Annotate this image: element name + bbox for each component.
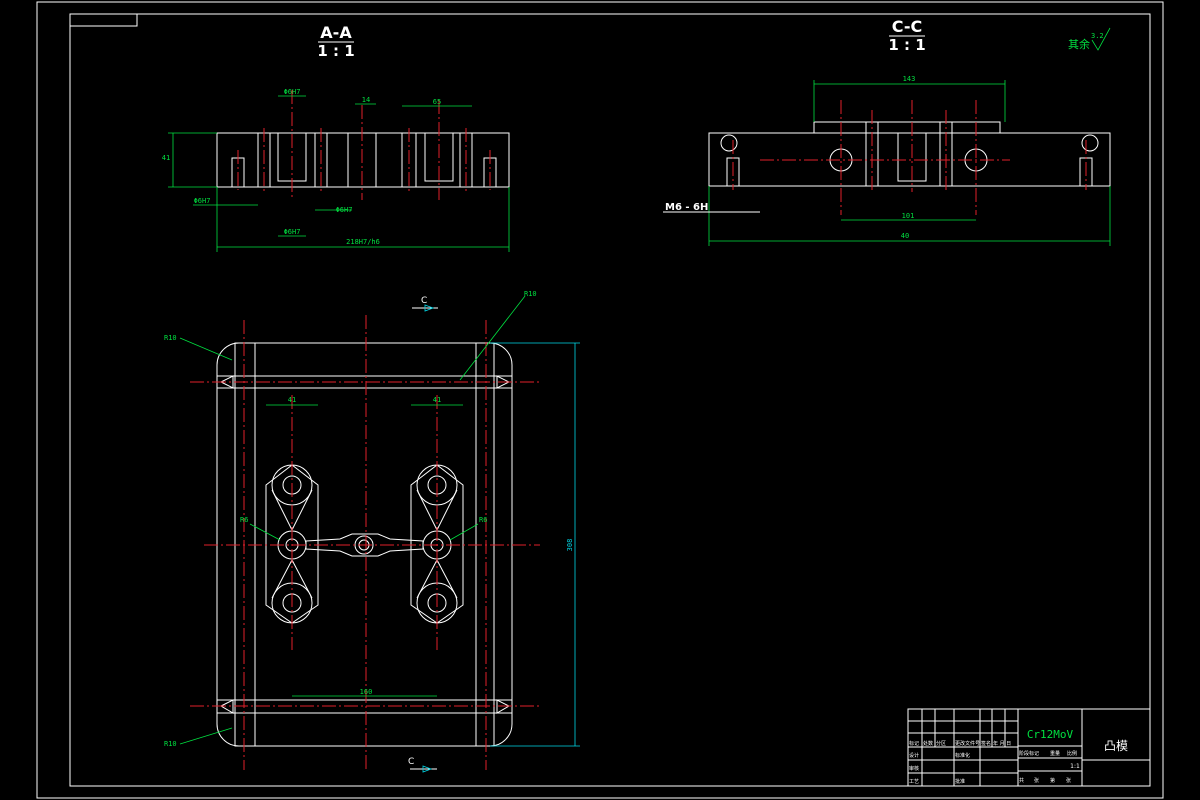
roughness-symbol <box>1091 27 1111 51</box>
section-cc-scale: 1 : 1 <box>888 36 925 54</box>
tb-cell-5: 年 月 日 <box>993 740 1011 747</box>
aa-dim-8: 218H7/h6 <box>346 238 380 246</box>
cut-mark-bottom: C <box>408 757 414 767</box>
tb-cell-11: 审核 <box>909 765 919 772</box>
roughness-value: 3.2 <box>1091 32 1104 40</box>
plan-r6-left: R6 <box>240 516 248 524</box>
corner-label-box <box>69 13 138 27</box>
aa-dim-3: 65 <box>433 98 441 106</box>
cc-dim-3: 40 <box>901 232 909 240</box>
tb-cell-12: 工艺 <box>909 779 919 785</box>
section-cc-label: C-C <box>892 17 923 36</box>
plan-dim-160: 160 <box>360 688 373 696</box>
section-cc-view: C-C 1 : 1 其余 3.2 143 101 40 <box>663 17 1111 246</box>
section-aa-body <box>216 132 510 188</box>
aa-dim-1: Φ6H7 <box>284 88 301 96</box>
section-cc-raised <box>813 121 1001 134</box>
inner-frame <box>69 13 1151 787</box>
tb-part-name: 凸模 <box>1104 739 1128 753</box>
title-block: Cr12MoV 凸模 1:1 标记 处数 分区 更改文件号 签名 年 月 日 设… <box>907 708 1151 787</box>
plan-dim-41b: 41 <box>433 396 441 404</box>
plan-dim-41a: 41 <box>288 396 296 404</box>
section-aa-label: A-A <box>320 23 352 42</box>
thread-note: M6 - 6H <box>665 202 708 213</box>
tb-cell-6: 设计 <box>909 752 919 759</box>
plan-view: 41 41 160 308 R10 R10 R10 R6 R6 C C <box>164 290 580 773</box>
plan-r10-topleft: R10 <box>164 334 177 342</box>
aa-dim-4: 41 <box>162 154 170 162</box>
tb-material: Cr12MoV <box>1027 728 1074 741</box>
tb-cell-15: 张 <box>1034 777 1039 784</box>
roughness-prefix: 其余 <box>1068 37 1090 51</box>
plan-r10-topright: R10 <box>524 290 537 298</box>
tb-cell-7: 标准化 <box>955 752 970 759</box>
plan-r10-bottomleft: R10 <box>164 740 177 748</box>
tb-cell-14: 共 <box>1019 777 1024 784</box>
tb-cell-8: 阶段标记 <box>1019 750 1039 757</box>
plan-dim-308: 308 <box>566 539 574 552</box>
tb-cell-9: 重量 <box>1050 750 1060 757</box>
aa-dim-5: Φ6H7 <box>194 197 211 205</box>
section-aa-view: A-A 1 : 1 Φ6H7 14 65 41 Φ <box>162 23 510 252</box>
tb-cell-3: 更改文件号 <box>955 740 980 747</box>
cc-dim-1: 143 <box>903 75 916 83</box>
cc-dim-2: 101 <box>902 212 915 220</box>
aa-dim-7: Φ6H7 <box>284 228 301 236</box>
aa-dim-2: 14 <box>362 96 370 104</box>
tb-cell-13: 批准 <box>955 778 965 785</box>
tb-cell-1: 处数 <box>923 740 933 747</box>
cut-mark-top: C <box>421 296 427 306</box>
tb-cell-4: 签名 <box>981 740 991 747</box>
tb-cell-0: 标记 <box>909 740 919 747</box>
tb-cell-17: 张 <box>1066 777 1071 784</box>
plan-r6-right: R6 <box>479 516 487 524</box>
outer-frame <box>36 1 1164 799</box>
aa-dim-6: Φ6H7 <box>336 206 353 214</box>
tb-scale: 1:1 <box>1070 763 1080 770</box>
tb-cell-2: 分区 <box>936 740 946 747</box>
tb-cell-16: 第 <box>1050 777 1055 784</box>
section-aa-scale: 1 : 1 <box>317 42 354 60</box>
tb-cell-10: 比例 <box>1067 750 1077 757</box>
